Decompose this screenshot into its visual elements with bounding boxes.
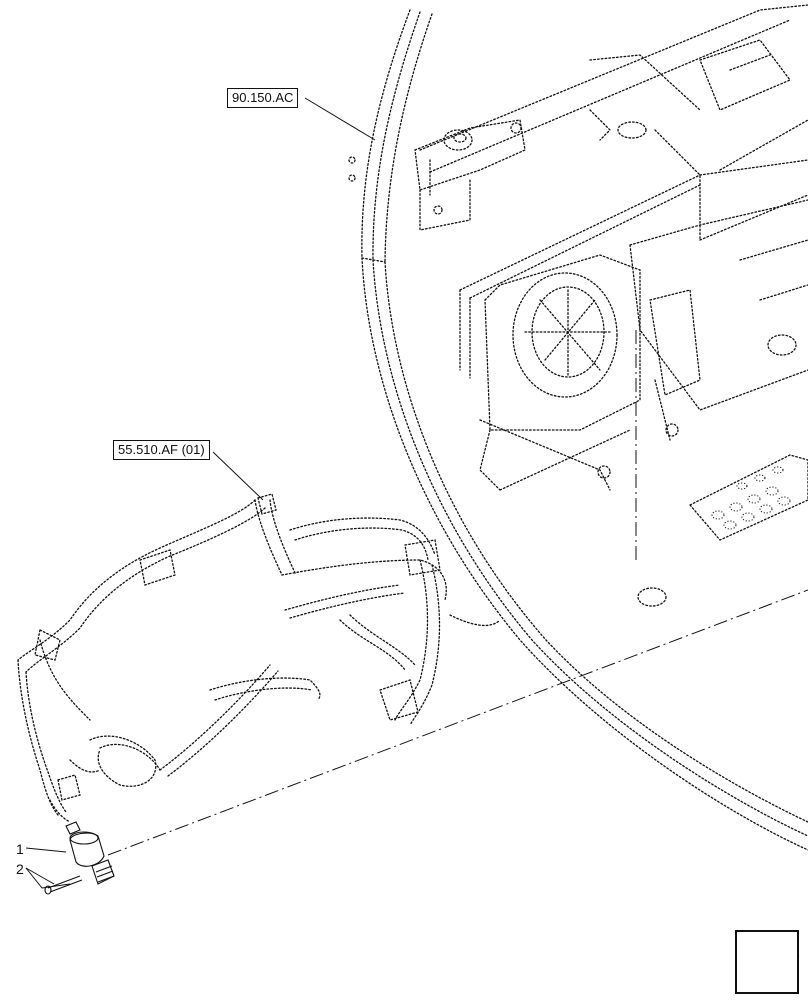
- assembly-line: [107, 589, 808, 856]
- cab-pillar: [361, 9, 808, 851]
- dash-console: [348, 4, 808, 379]
- sensor-part: [65, 821, 115, 885]
- leader-lines: [25, 97, 376, 889]
- ref-cab-frame-link[interactable]: 90.150.AC: [227, 88, 299, 108]
- blower-housing: [479, 254, 641, 491]
- duct-and-pedal: [629, 199, 808, 441]
- floor-pedal-plate: [637, 454, 808, 607]
- callout-1: 1: [16, 841, 24, 857]
- switch-bracket: [414, 119, 526, 231]
- callout-2: 2: [16, 861, 24, 877]
- previous-page-button[interactable]: [735, 930, 799, 994]
- wiring-harness: [17, 493, 501, 823]
- ref-harness-link[interactable]: 55.510.AF (01): [113, 440, 210, 460]
